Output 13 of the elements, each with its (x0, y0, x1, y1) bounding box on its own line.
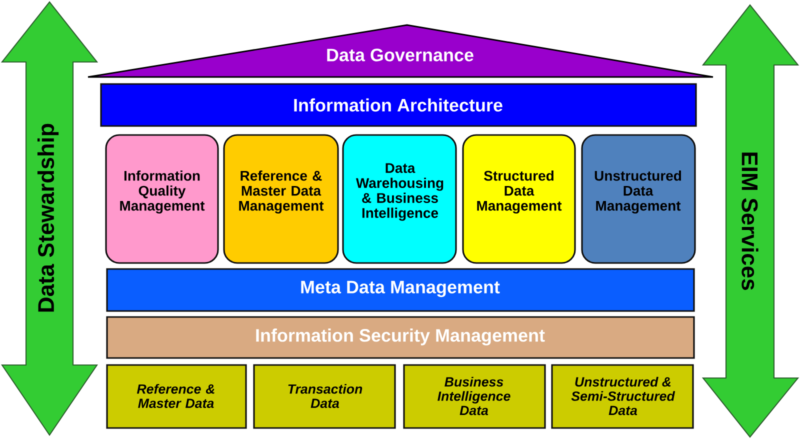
pillar-box: Information Quality Management (105, 134, 219, 264)
triangle-banner: Data Governance (87, 24, 714, 78)
layer-bar: Information Security Management (106, 316, 695, 359)
data-box: Transaction Data (253, 364, 396, 429)
layer-bar: Meta Data Management (106, 268, 695, 312)
data-box: Reference & Master Data (106, 364, 247, 429)
pillar-box: Reference & Master Data Management (223, 134, 339, 264)
pillar-box: Data Warehousing & Business Intelligence (342, 134, 457, 264)
data-box: Unstructured & Semi-Structured Data (551, 364, 694, 429)
pillar-box: Unstructured Data Management (581, 134, 696, 264)
layer-bar: Information Architecture (100, 83, 697, 127)
pillar-box: Structured Data Management (462, 134, 576, 264)
data-box: Business Intelligence Data (403, 364, 546, 429)
